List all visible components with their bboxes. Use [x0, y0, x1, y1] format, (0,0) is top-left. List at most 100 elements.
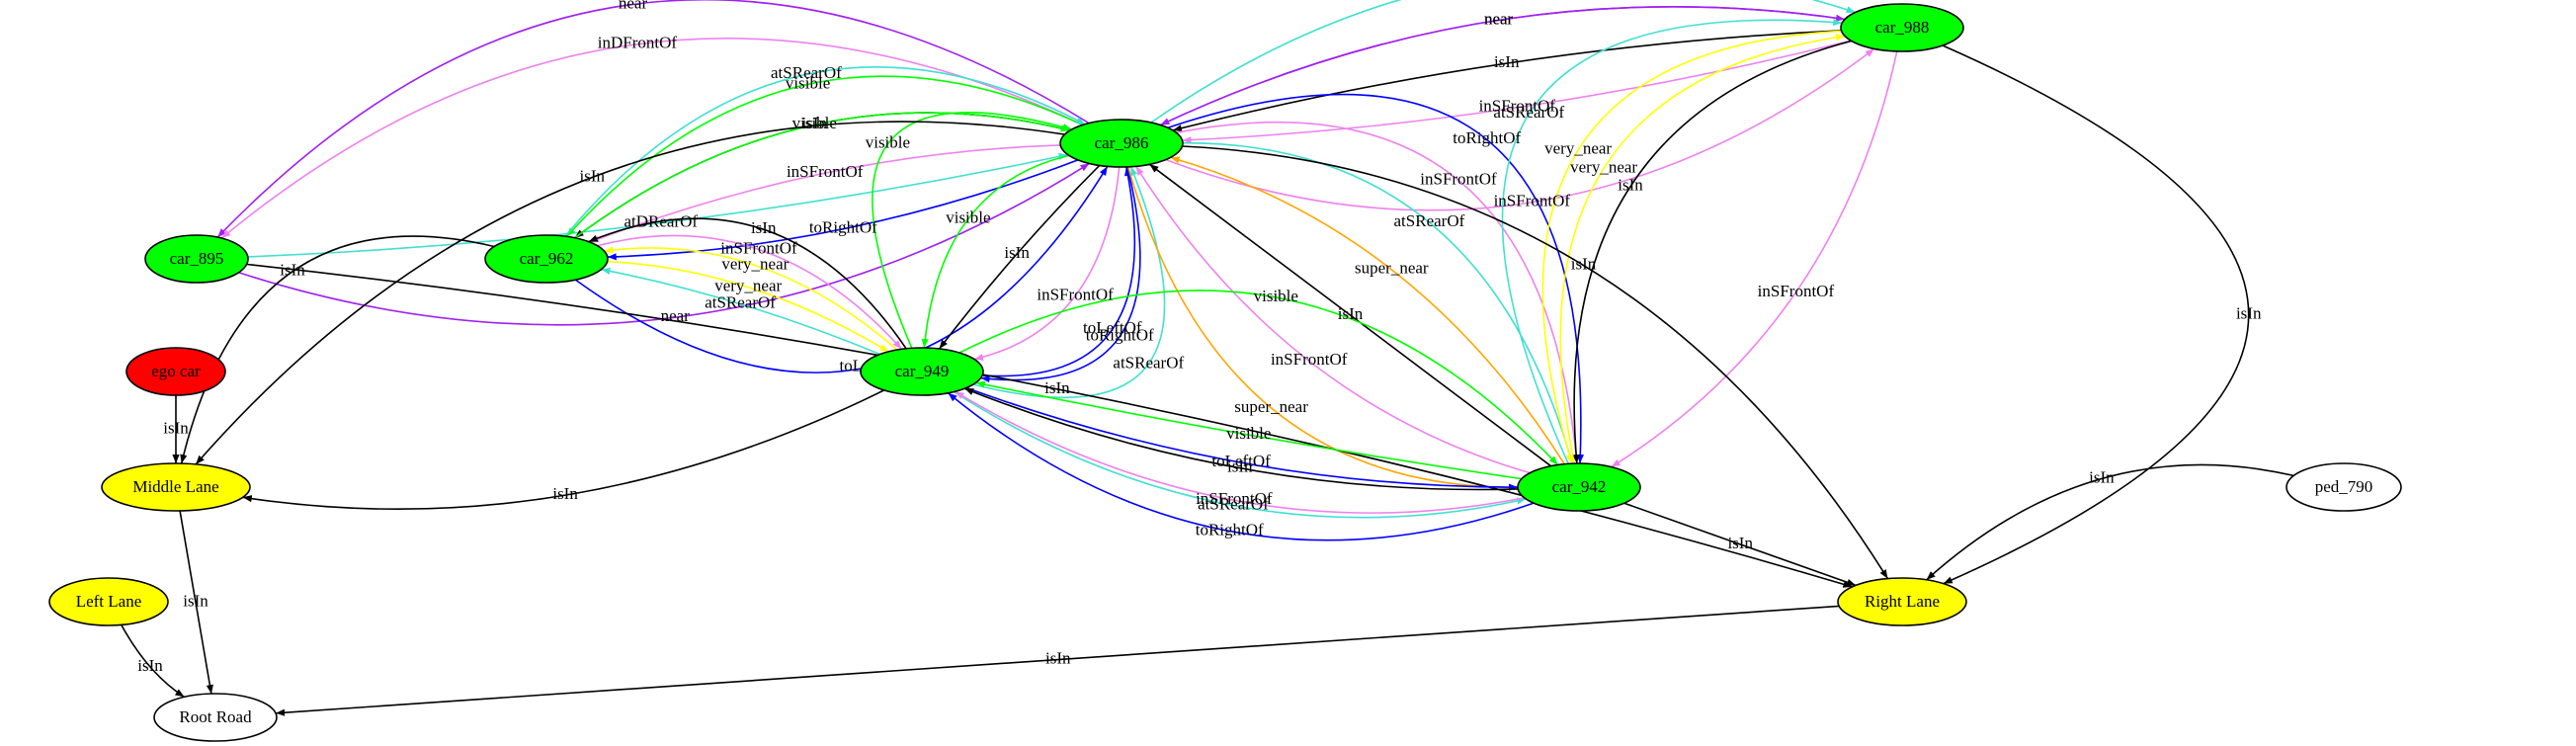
edge-label: isIn [137, 656, 163, 675]
edge-label: inSFrontOf [720, 238, 797, 257]
node-shape [484, 234, 609, 284]
edge-car_988-car_986 [1172, 30, 1842, 132]
edge-car_942-car_949 [947, 392, 1535, 541]
edge-car_962-middle_lane [180, 235, 495, 464]
edge-label: toLeftOf [1211, 452, 1271, 470]
node-shape [1517, 462, 1641, 512]
node-shape [1840, 3, 1964, 52]
edge-label: toRightOf [809, 218, 877, 237]
node-root-road: Root Road [153, 693, 278, 742]
edge-car_942-car_986 [1148, 163, 1552, 467]
edge-right_lane-root_road [276, 605, 1840, 716]
edge-car_949-car_942 [953, 390, 1527, 519]
edge-label: very_near [1544, 139, 1612, 158]
edge-label: super_near [1234, 397, 1308, 416]
edge-label: visible [946, 207, 990, 226]
edge-car_942-car_949 [963, 387, 1519, 491]
node-label: car_949 [895, 362, 950, 380]
edge-label: inSFrontOf [1479, 97, 1556, 116]
edge-label: atSRearOf [1493, 103, 1564, 122]
node-car-988: car_988 [1840, 3, 1964, 52]
node-label: car_942 [1552, 477, 1607, 496]
node-label: Right Lane [1865, 592, 1940, 611]
node-car-895: car_895 [144, 234, 249, 284]
edge-car_942-car_988 [1559, 34, 1846, 464]
edge-label: toRightOf [1086, 325, 1154, 344]
edge-car_895-car_986 [238, 162, 1090, 326]
edge-car_942-car_949 [955, 390, 1525, 514]
edge-label: atSRearOf [1198, 495, 1269, 514]
node-label: car_895 [170, 249, 224, 268]
edge-car_986-car_988 [1150, 0, 1856, 124]
node-shape [153, 693, 278, 742]
edge-car_962-car_986 [564, 66, 1086, 237]
edge-car_988-right_lane [1942, 44, 2250, 585]
edge-label: inSFrontOf [1196, 489, 1273, 508]
edge-label: isIn [580, 166, 606, 185]
edge-label: isIn [1044, 378, 1070, 397]
edge-car_942-car_949 [975, 380, 1523, 480]
edge-layer [121, 0, 2294, 716]
edge-label: visible [786, 73, 830, 92]
edge-label: isIn [1004, 243, 1030, 262]
edge-car_895-car_986 [247, 152, 1068, 258]
edge-label: isIn [1727, 534, 1753, 552]
edge-car_962-car_949 [607, 260, 889, 353]
edge-label: inSFrontOf [787, 162, 864, 181]
edge-label: very_near [1570, 157, 1637, 176]
edge-label-layer: inSFrontOfnearisIninSFrontOfnearatSRearO… [137, 0, 2262, 675]
edge-label: inSFrontOf [1271, 350, 1348, 369]
edge-car_949-car_942 [958, 290, 1559, 466]
edge-label: isIn [802, 114, 828, 132]
edge-label: atSRearOf [705, 293, 776, 312]
edge-car_986-car_962 [589, 144, 1061, 243]
node-shape [860, 347, 984, 396]
edge-label: isIn [183, 591, 208, 610]
node-label: car_988 [1875, 18, 1930, 37]
node-middle-lane: Middle Lane [101, 462, 251, 512]
edge-car_986-car_949 [938, 164, 1101, 350]
edge-label: inSFrontOf [1494, 192, 1571, 210]
edge-car_986-car_949 [921, 154, 1070, 349]
edge-middle_lane-root_road [179, 510, 213, 695]
edge-label: isIn [1494, 52, 1520, 71]
edge-label: inSFrontOf [1037, 286, 1114, 304]
edge-label: toRightOf [1453, 128, 1521, 147]
edge-label: atSRearOf [1113, 353, 1184, 372]
edge-car_986-car_988 [1165, 47, 1875, 211]
edge-label: visible [866, 133, 910, 152]
edge-car_986-car_895 [216, 0, 1090, 238]
edge-car_949-car_986 [872, 112, 1072, 349]
edge-car_986-car_949 [980, 166, 1141, 383]
edge-car_949-car_962 [604, 246, 898, 351]
edge-car_942-car_986 [1135, 165, 1531, 474]
node-shape [144, 234, 249, 284]
edge-car_942-right_lane [1623, 502, 1857, 587]
node-left-lane: Left Lane [48, 577, 169, 626]
edge-label: isIn [280, 261, 305, 280]
edge-label: near [619, 0, 648, 12]
node-shape [125, 347, 226, 396]
node-ped-790: ped_790 [2285, 462, 2402, 512]
edge-car_986-car_895 [220, 38, 1084, 239]
edge-ped_790-right_lane [1926, 463, 2294, 581]
edge-car_986-middle_lane [195, 121, 1065, 465]
edge-car_986-car_942 [1167, 93, 1584, 464]
edge-label: isIn [1618, 176, 1643, 195]
edge-label: inSFrontOf [1758, 282, 1835, 300]
edge-label: isIn [552, 484, 578, 503]
edge-car_986-right_lane [1182, 145, 1889, 580]
edge-label: inDFrontOf [598, 34, 678, 52]
edge-label: toRightOf [1196, 520, 1264, 539]
edge-label: inSFrontOf [1420, 169, 1497, 188]
edge-label: very_near [714, 277, 782, 295]
edge-label: toLeftOf [1083, 318, 1142, 337]
node-shape [1059, 119, 1184, 168]
edge-car_942-car_988 [1501, 18, 1843, 464]
node-label: Left Lane [76, 592, 142, 611]
edge-car_986-car_942 [1127, 166, 1519, 491]
node-car-942: car_942 [1517, 462, 1641, 512]
edge-car_988-car_986 [1182, 40, 1852, 144]
edge-car_986-car_988 [1160, 6, 1846, 126]
